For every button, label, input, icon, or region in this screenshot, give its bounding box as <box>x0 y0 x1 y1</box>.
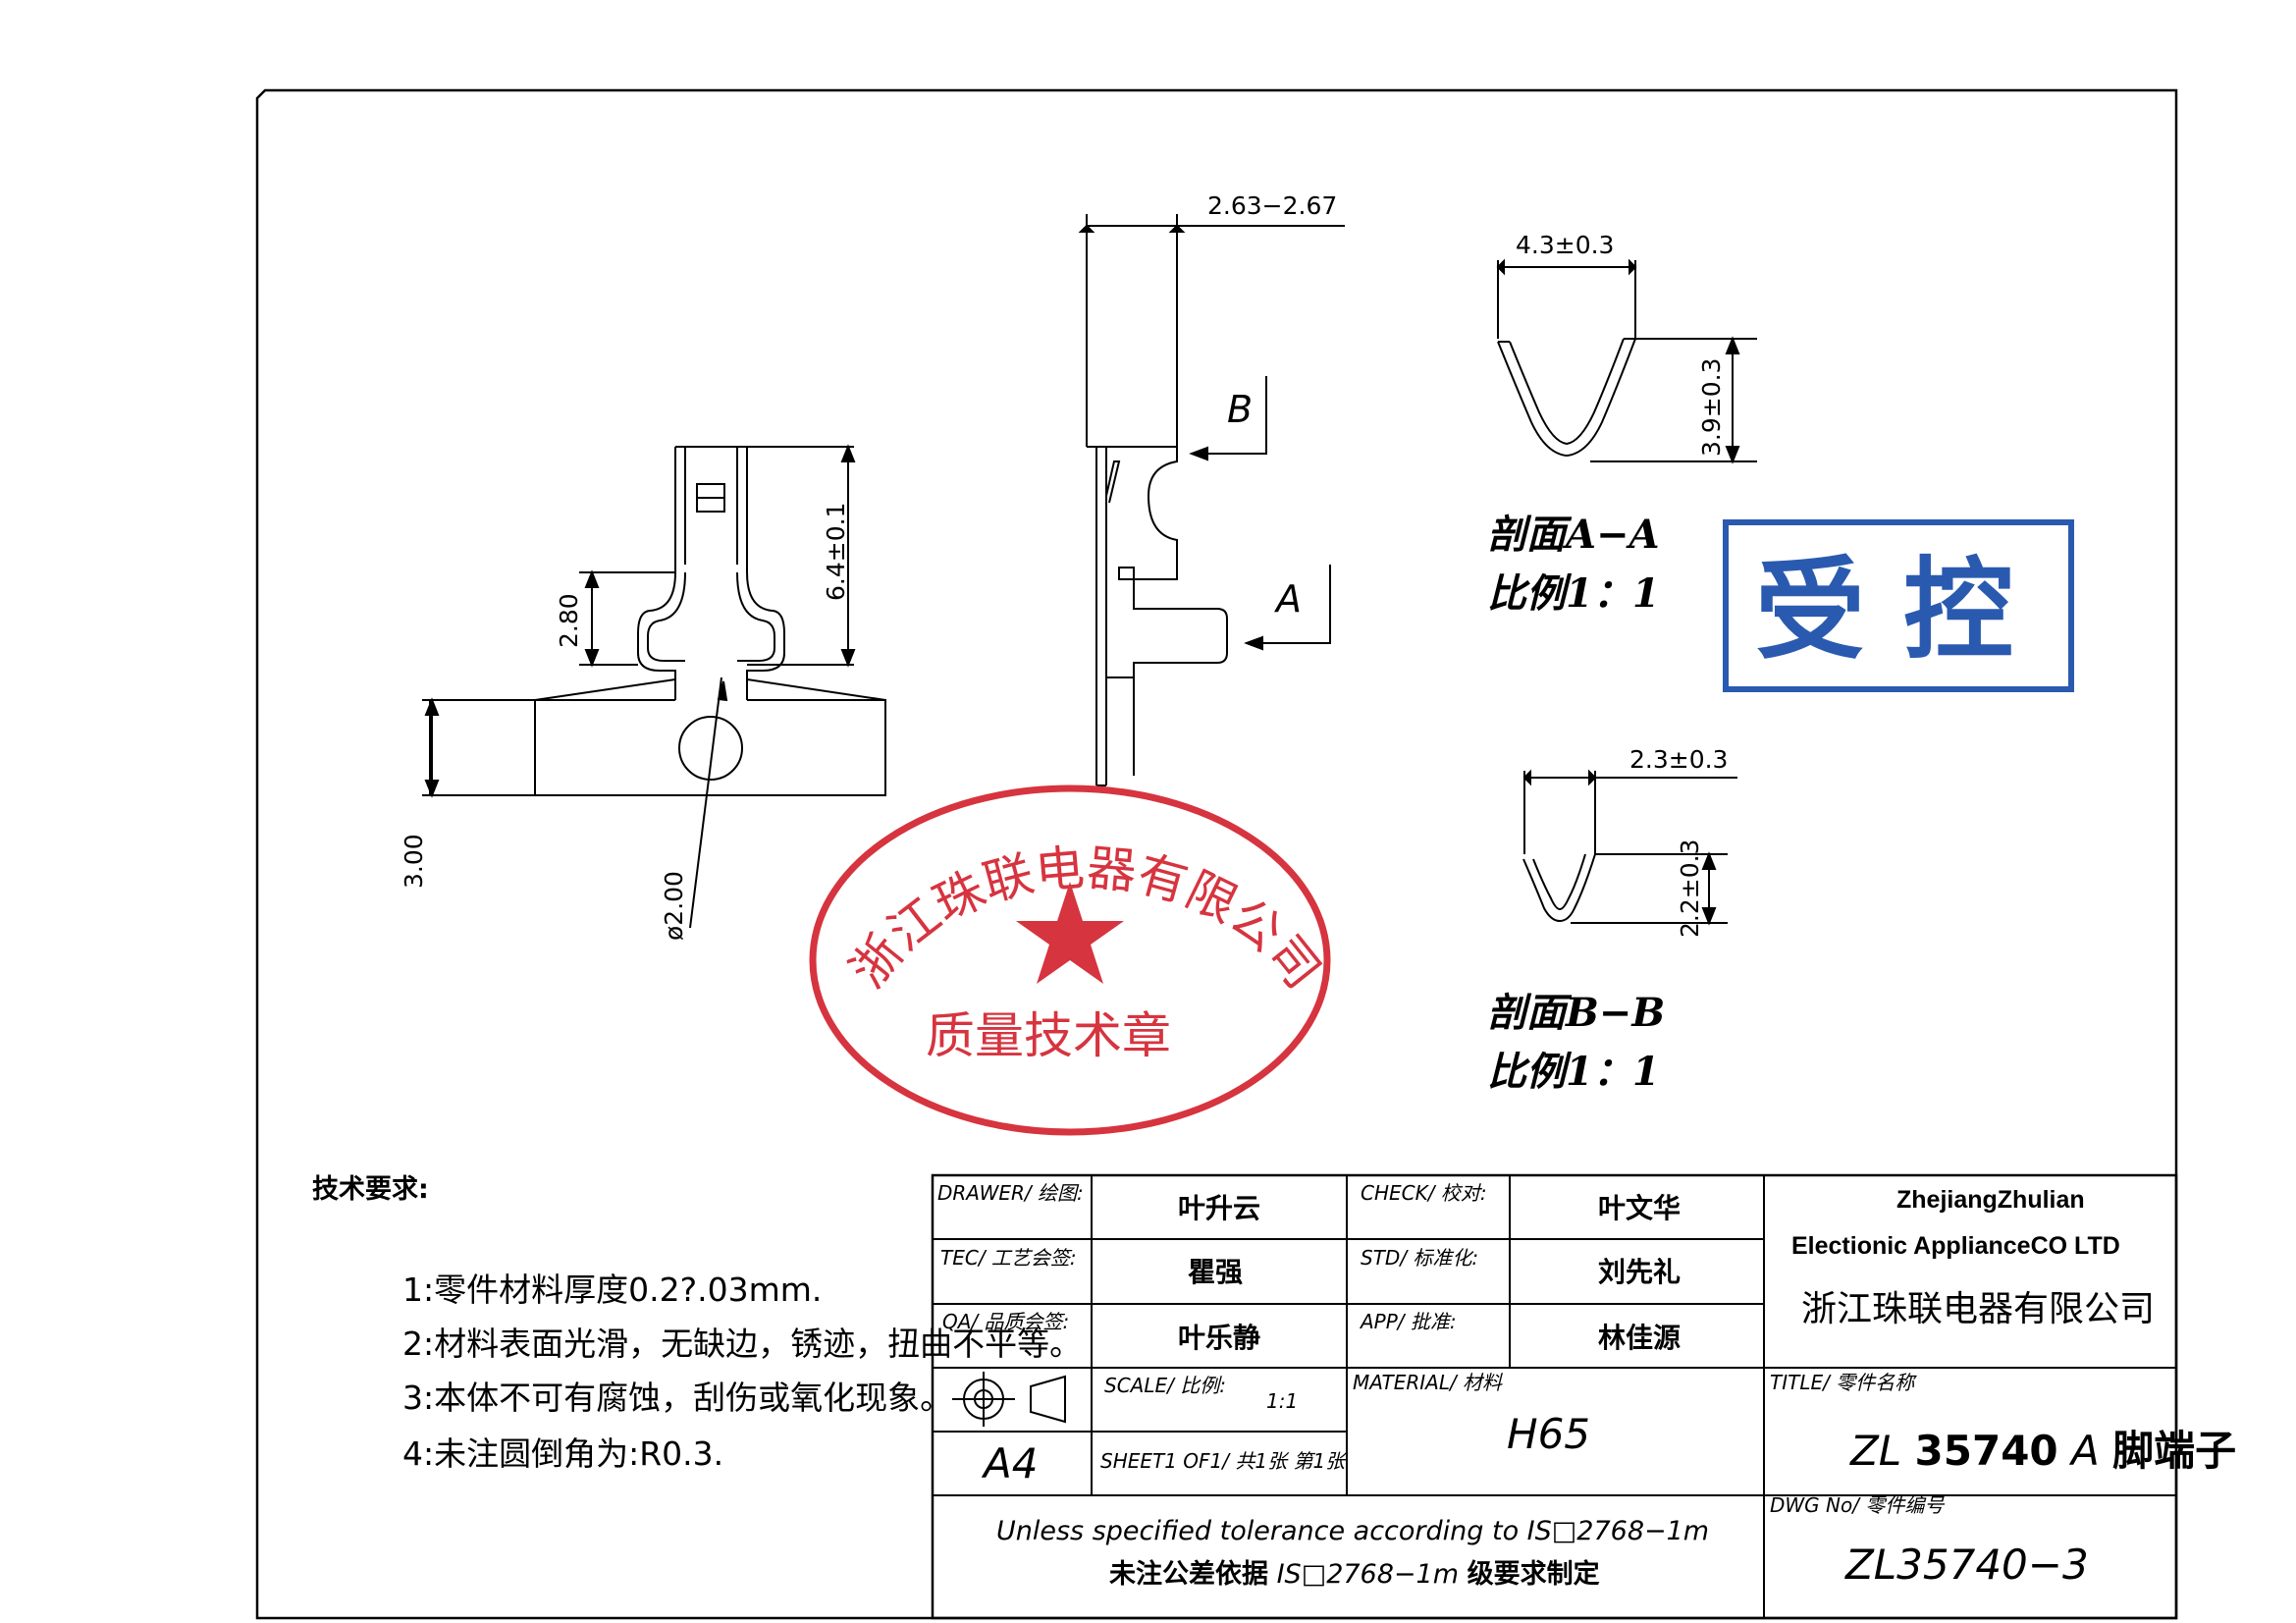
requirement-item: 2:材料表面光滑，无缺边，锈迹，扭曲不平等。 <box>402 1325 1082 1363</box>
title-block <box>931 1173 2178 1620</box>
part-title-suffix: A <box>2068 1427 2100 1475</box>
app-value: 林佳源 <box>1598 1322 1681 1354</box>
tec-value: 瞿强 <box>1188 1256 1243 1288</box>
dim-bb-width: 2.3±0.3 <box>1629 745 1728 774</box>
dwg-no-label: DWG No/ 零件编号 <box>1770 1493 1945 1517</box>
section-aa-scale: 比例1：1 <box>1487 570 1660 617</box>
section-bb-title: 剖面B−B <box>1487 990 1665 1036</box>
company-name-en-1: ZhejiangZhulian <box>1896 1186 2085 1214</box>
dim-width-top: 2.63−2.67 <box>1207 191 1337 220</box>
check-value: 叶文华 <box>1598 1192 1681 1224</box>
dim-dia-2-00: ø2.00 <box>660 871 688 941</box>
side-view <box>1078 214 1345 786</box>
std-label: STD/ 标准化: <box>1361 1246 1478 1270</box>
drawer-label: DRAWER/ 绘图: <box>937 1181 1084 1205</box>
qa-value: 叶乐静 <box>1178 1322 1260 1354</box>
section-bb-scale: 比例1：1 <box>1487 1049 1660 1095</box>
dim-height-3-00: 3.00 <box>400 834 428 889</box>
requirement-item: 1:零件材料厚度0.2?.03mm. <box>402 1271 822 1309</box>
tolerance-note-cn-b: IS□2768−1m <box>1277 1559 1459 1590</box>
check-label: CHECK/ 校对: <box>1361 1181 1487 1205</box>
part-title-cn: 脚端子 <box>2112 1427 2236 1475</box>
quality-stamp-ring-text: 浙江珠联电器有限公司 <box>839 839 1332 1000</box>
qa-label: QA/ 品质会签: <box>942 1310 1069 1333</box>
projection-symbol-icon <box>952 1372 1066 1427</box>
drawer-value: 叶升云 <box>1178 1192 1260 1224</box>
front-view <box>422 444 886 929</box>
tolerance-note-cn-c: 级要求制定 <box>1468 1558 1600 1590</box>
tolerance-note-cn-a: 未注公差依据 <box>1109 1558 1268 1590</box>
dim-bb-height: 2.2±0.3 <box>1676 839 1704 938</box>
part-title: ZL 35740 A 脚端子 <box>1849 1427 2236 1475</box>
app-label: APP/ 批准: <box>1359 1310 1457 1333</box>
quality-stamp: 浙江珠联电器有限公司 质量技术章 <box>809 784 1332 1136</box>
section-marker-a: A <box>1273 577 1302 621</box>
scale-label: SCALE/ 比例: <box>1104 1374 1226 1397</box>
material-label: MATERIAL/ 材料 <box>1353 1371 1503 1394</box>
tolerance-note-en: Unless specified tolerance according to … <box>996 1516 1709 1546</box>
company-name-cn: 浙江珠联电器有限公司 <box>1801 1289 2155 1329</box>
requirement-item: 3:本体不可有腐蚀，刮伤或氧化现象。 <box>402 1379 952 1417</box>
dim-aa-height: 3.9±0.3 <box>1697 358 1726 457</box>
section-marker-b: B <box>1227 388 1253 431</box>
controlled-stamp: 受 控 <box>1723 519 2074 692</box>
requirements-heading: 技术要求: <box>312 1174 429 1205</box>
dim-aa-width: 4.3±0.3 <box>1516 231 1614 259</box>
quality-stamp-bottom-text: 质量技术章 <box>926 1007 1171 1064</box>
title-label: TITLE/ 零件名称 <box>1770 1371 1917 1394</box>
dwg-no-value: ZL35740−3 <box>1844 1541 2089 1589</box>
tec-label: TEC/ 工艺会签: <box>940 1246 1077 1270</box>
dim-height-2-80: 2.80 <box>555 593 583 648</box>
section-bb <box>1522 769 1737 926</box>
section-aa-title: 剖面A−A <box>1487 512 1660 558</box>
scale-value: 1:1 <box>1266 1389 1298 1413</box>
material-value: H65 <box>1507 1410 1590 1458</box>
requirement-item: 4:未注圆倒角为:R0.3. <box>402 1434 723 1473</box>
part-title-number: 35740 <box>1915 1427 2058 1475</box>
part-title-prefix: ZL <box>1849 1427 1901 1475</box>
sheet-info: SHEET1 OF1/ 共1张 第1张 <box>1100 1449 1348 1473</box>
tolerance-note-cn: 未注公差依据 IS□2768−1m 级要求制定 <box>1109 1558 1600 1590</box>
paper-size: A4 <box>981 1439 1038 1488</box>
dim-height-6-4: 6.4±0.1 <box>822 503 850 601</box>
std-value: 刘先礼 <box>1598 1256 1681 1288</box>
section-aa <box>1496 258 1757 464</box>
company-name-en-2: Electionic ApplianceCO LTD <box>1791 1232 2120 1260</box>
controlled-stamp-text: 受 控 <box>1755 546 2013 675</box>
